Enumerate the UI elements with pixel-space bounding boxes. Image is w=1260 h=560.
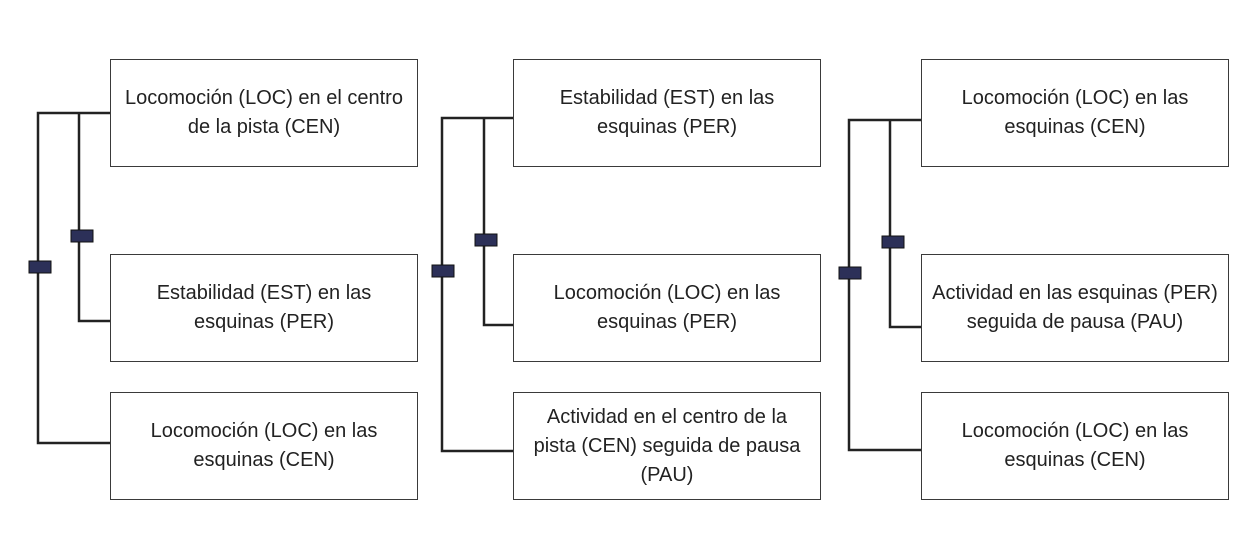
connector-inner-2 [482, 118, 513, 327]
box-3-middle: Actividad en las esquinas (PER) seguida … [921, 254, 1229, 362]
marker-2b [431, 264, 455, 278]
box-1-middle: Estabilidad (EST) en las esquinas (PER) [110, 254, 418, 362]
connector-outer-1 [36, 111, 110, 445]
box-1-top: Locomoción (LOC) en el centro de la pist… [110, 59, 418, 167]
box-3-top: Locomoción (LOC) en las esquinas (CEN) [921, 59, 1229, 167]
box-3-bottom: Locomoción (LOC) en las esquinas (CEN) [921, 392, 1229, 500]
marker-3a [881, 235, 905, 249]
marker-2a [474, 233, 498, 247]
box-2-bottom: Actividad en el centro de la pista (CEN)… [513, 392, 821, 500]
box-2-top-label: Estabilidad (EST) en las esquinas (PER) [559, 87, 775, 138]
marker-1b [28, 260, 52, 274]
box-2-bottom-label: Actividad en el centro de la pista (CEN)… [533, 405, 801, 486]
marker-3b [838, 266, 862, 280]
box-2-middle: Locomoción (LOC) en las esquinas (PER) [513, 254, 821, 362]
box-1-middle-label: Estabilidad (EST) en las esquinas (PER) [156, 282, 372, 333]
marker-1a [70, 229, 94, 243]
box-2-middle-label: Locomoción (LOC) en las esquinas (PER) [553, 282, 781, 333]
box-2-top: Estabilidad (EST) en las esquinas (PER) [513, 59, 821, 167]
box-1-top-label: Locomoción (LOC) en el centro de la pist… [125, 87, 403, 138]
connector-inner-3 [888, 120, 921, 329]
connector-outer-3 [847, 118, 921, 452]
box-3-middle-label: Actividad en las esquinas (PER) seguida … [932, 282, 1218, 333]
box-3-bottom-label: Locomoción (LOC) en las esquinas (CEN) [961, 420, 1189, 471]
connector-outer-2 [440, 116, 513, 453]
connector-inner-1 [77, 113, 110, 323]
box-1-bottom: Locomoción (LOC) en las esquinas (CEN) [110, 392, 418, 500]
box-1-bottom-label: Locomoción (LOC) en las esquinas (CEN) [150, 420, 378, 471]
box-3-top-label: Locomoción (LOC) en las esquinas (CEN) [961, 87, 1189, 138]
